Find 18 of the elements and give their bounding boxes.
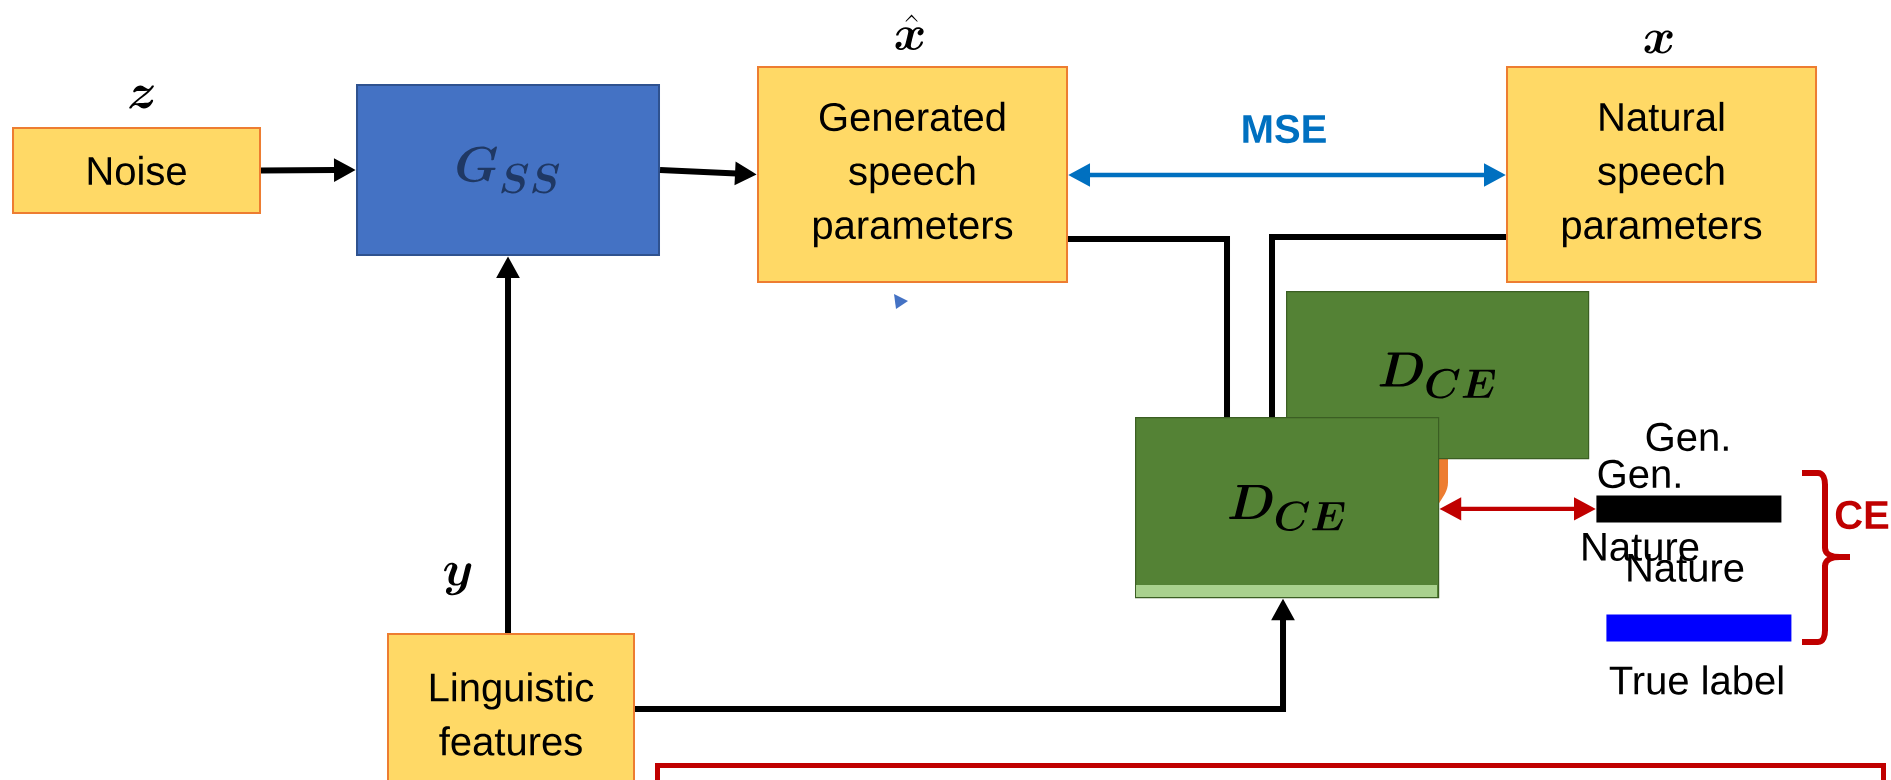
process-box: Linguistic features bbox=[387, 633, 635, 780]
process-box: Generated speech parameters bbox=[757, 66, 1068, 283]
label-bar bbox=[1596, 495, 1782, 523]
outline-box bbox=[655, 763, 1886, 780]
process-box: Natural speech parameters bbox=[1506, 66, 1817, 283]
discriminator-box: $\boldsymbol{D_{CE}}$ bbox=[1135, 417, 1440, 599]
variable-symbol: $\hat{\boldsymbol{x}}$ bbox=[895, 14, 924, 51]
generator-box: $\boldsymbol{G_{SS}}$ bbox=[356, 84, 660, 256]
variable-symbol: $\boldsymbol{x}$ bbox=[1644, 30, 1673, 54]
label-bar bbox=[1606, 614, 1792, 642]
text-label: Gen. bbox=[1646, 422, 1728, 452]
text-label: Gen. bbox=[1598, 459, 1680, 489]
variable-symbol: $\boldsymbol{y}$ bbox=[444, 562, 472, 596]
process-box: Noise bbox=[12, 127, 261, 214]
text-label: CE bbox=[1835, 500, 1889, 530]
edge-label: MSE bbox=[1238, 112, 1330, 146]
variable-symbol: $\boldsymbol{z}$ bbox=[129, 85, 154, 109]
text-label: True label bbox=[1609, 665, 1783, 695]
